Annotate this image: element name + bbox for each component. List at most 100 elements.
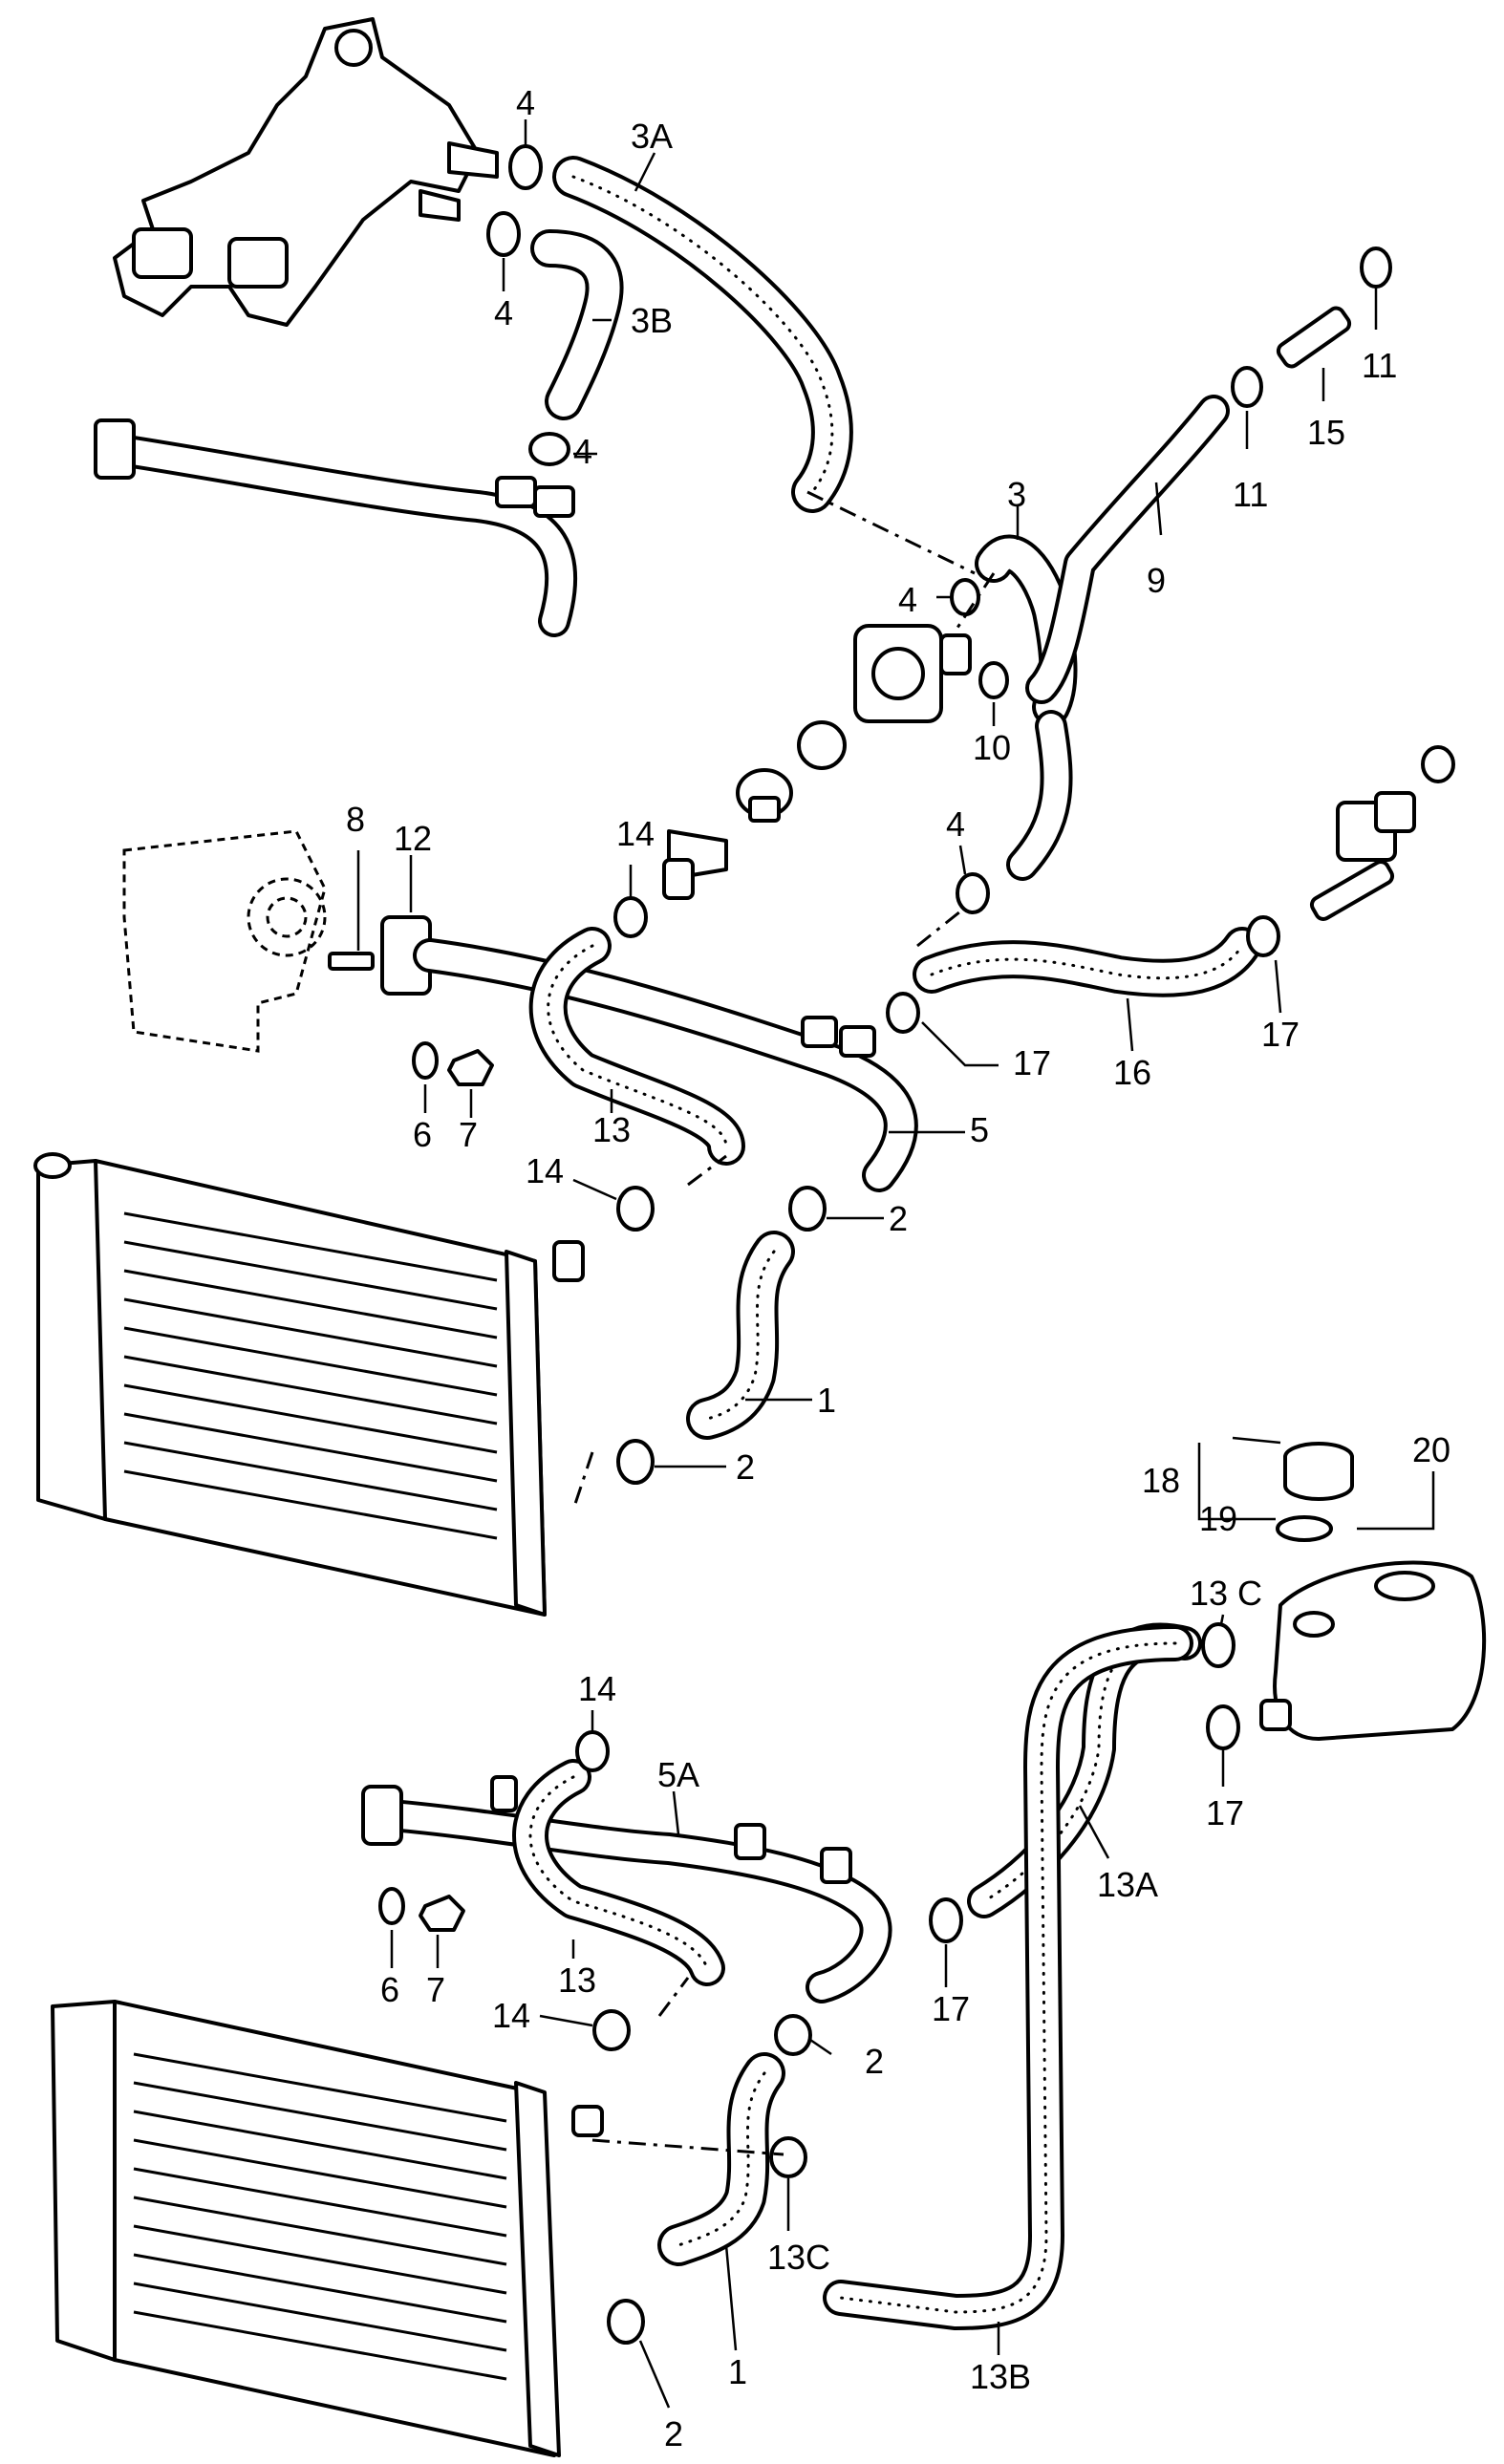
hose-13 xyxy=(528,927,745,1166)
callout-19: 19 xyxy=(1199,1499,1237,1538)
callout-6: 6 xyxy=(413,1115,432,1154)
callout-10: 10 xyxy=(973,728,1011,767)
clamp-2-d xyxy=(607,2299,645,2345)
seal-ring xyxy=(797,720,847,770)
callout-17: 17 xyxy=(1206,1793,1244,1832)
callout-13a: 13A xyxy=(1097,1865,1158,1904)
clamp-4-e xyxy=(956,872,990,914)
callout-4: 4 xyxy=(573,432,592,471)
coolant-pipe-upper xyxy=(94,418,578,637)
clamp-17-b xyxy=(1246,915,1280,957)
nut-7-a xyxy=(447,1049,494,1086)
callout-14: 14 xyxy=(492,1996,530,2035)
callout-15: 15 xyxy=(1307,413,1345,452)
callout-6: 6 xyxy=(380,1970,399,2009)
callout-16: 16 xyxy=(1113,1053,1151,1092)
hose-3a xyxy=(552,156,853,513)
clamp-10 xyxy=(978,661,1009,699)
water-pipe-5a xyxy=(361,1775,892,2003)
hose-3b xyxy=(530,229,624,420)
thermostat xyxy=(736,768,793,823)
callout-2: 2 xyxy=(664,2414,683,2453)
hose-1-upper xyxy=(686,1231,795,1440)
callout-9: 9 xyxy=(1147,561,1166,600)
clamp-14-c xyxy=(575,1730,610,1772)
callout-3a: 3A xyxy=(631,117,673,156)
clamp-4-a xyxy=(508,144,543,190)
callout-13c: 13 C xyxy=(1190,1574,1262,1613)
callout-4: 4 xyxy=(946,804,965,844)
callout-7: 7 xyxy=(426,1970,445,2009)
leader-lines xyxy=(356,119,1435,2409)
hose-13-lower xyxy=(512,1759,725,1986)
outlet-elbow xyxy=(662,829,728,900)
callout-5: 5 xyxy=(970,1110,989,1149)
callout-4: 4 xyxy=(898,580,917,619)
hose-16 xyxy=(913,927,1261,997)
callout-14: 14 xyxy=(578,1669,616,1708)
callout-18: 18 xyxy=(1142,1461,1180,1500)
callout-3: 3 xyxy=(1007,475,1026,514)
callout-1: 1 xyxy=(817,1381,836,1420)
callout-12: 12 xyxy=(394,819,432,858)
clamp-17-c xyxy=(1206,1704,1240,1750)
clamp-13c-top xyxy=(1201,1622,1235,1668)
clamp-17-d xyxy=(929,1897,963,1943)
callout-2: 2 xyxy=(865,2042,884,2081)
engine-block-outline xyxy=(122,829,327,1053)
clamp-11-a xyxy=(1231,366,1263,408)
callout-11: 11 xyxy=(1233,475,1268,514)
callout-3b: 3B xyxy=(631,301,673,340)
callout-17: 17 xyxy=(932,1989,970,2028)
radiator-lower xyxy=(51,2000,604,2457)
hose-1-lower xyxy=(657,2052,785,2266)
clamp-14-b xyxy=(616,1186,655,1232)
cap-18 xyxy=(1283,1442,1354,1501)
washer-6-b xyxy=(378,1887,405,1925)
clamp-14-a xyxy=(613,896,648,938)
callout-2: 2 xyxy=(889,1199,908,1238)
callout-1: 1 xyxy=(728,2352,747,2391)
callout-13: 13 xyxy=(558,1960,596,2000)
callout-13: 13 xyxy=(592,1110,631,1149)
thermostat-housing xyxy=(853,624,972,723)
callout-17: 17 xyxy=(1013,1043,1051,1082)
water-pipe-5 xyxy=(413,938,918,1192)
hose-13b xyxy=(823,1625,1193,2330)
clamp-17-a xyxy=(886,992,920,1034)
clamp-2-c xyxy=(774,2014,812,2056)
assembly-lines xyxy=(571,490,996,2156)
seal-19 xyxy=(1276,1515,1333,1542)
callout-14: 14 xyxy=(616,814,655,853)
radiator-upper xyxy=(33,1152,585,1617)
engine-manifold xyxy=(113,17,499,327)
hose-9 xyxy=(1025,395,1230,704)
callout-20: 20 xyxy=(1412,1430,1450,1469)
callout-13c: 13C xyxy=(767,2238,830,2277)
clamp-4-d xyxy=(950,578,980,616)
washer-6-a xyxy=(412,1041,439,1080)
expansion-tank-20 xyxy=(1259,1560,1487,1741)
callout-labels: 4 3A 4 3B 4 11 15 11 3 9 4 10 8 12 14 4 … xyxy=(346,83,1450,2453)
heater-valve xyxy=(1309,745,1455,921)
callout-11: 11 xyxy=(1362,346,1397,385)
clamp-2-b xyxy=(616,1439,655,1485)
callout-2: 2 xyxy=(736,1447,755,1487)
hose-lower-right xyxy=(1006,710,1073,881)
callout-17: 17 xyxy=(1261,1015,1300,1054)
clamp-11-b xyxy=(1360,246,1392,289)
clamp-4-b xyxy=(486,211,521,257)
callout-4: 4 xyxy=(494,293,513,332)
nut-7-b xyxy=(419,1895,465,1932)
callout-13b: 13B xyxy=(970,2357,1031,2396)
callout-14: 14 xyxy=(526,1151,564,1190)
callout-5a: 5A xyxy=(657,1755,699,1794)
clamp-13c-bottom xyxy=(769,2136,807,2178)
stud-8 xyxy=(328,952,375,971)
clamp-4-c xyxy=(528,432,570,466)
callout-4: 4 xyxy=(516,83,535,122)
callout-8: 8 xyxy=(346,800,365,839)
callout-7: 7 xyxy=(459,1115,478,1154)
